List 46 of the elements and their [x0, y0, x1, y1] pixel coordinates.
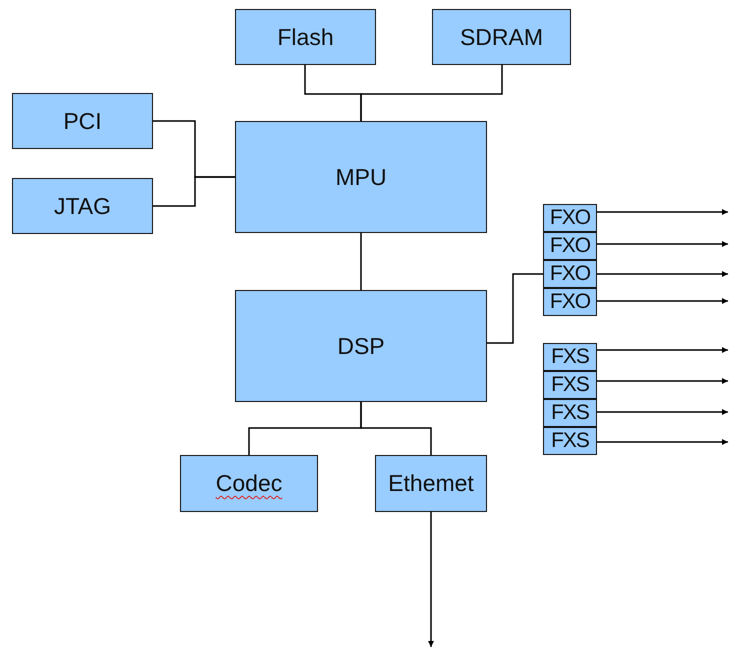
port-box	[543, 399, 597, 427]
port-box	[543, 232, 597, 260]
port-box	[543, 427, 597, 455]
arrow	[597, 241, 728, 247]
component-label: FXS	[551, 401, 589, 425]
component-label: Codec	[216, 470, 282, 497]
component-box	[375, 455, 487, 512]
port-box	[543, 371, 597, 399]
arrow	[597, 347, 728, 353]
component-box	[235, 9, 376, 65]
component-label: FXO	[550, 206, 590, 230]
arrow	[428, 512, 434, 647]
arrow	[597, 271, 728, 277]
component-box	[235, 121, 487, 233]
arrow	[597, 298, 728, 304]
arrow	[597, 378, 728, 384]
arrow	[597, 209, 728, 215]
component-box	[235, 290, 487, 402]
component-label: JTAG	[54, 192, 112, 220]
component-label: FXO	[550, 290, 590, 314]
port-box	[543, 260, 597, 288]
component-box	[12, 93, 153, 149]
component-label: Flash	[277, 24, 334, 50]
component-label: FXO	[550, 262, 590, 286]
component-label: DSP	[337, 332, 385, 360]
component-box	[432, 9, 571, 65]
connector-line	[360, 233, 362, 290]
port-box	[543, 204, 597, 232]
port-box	[543, 288, 597, 316]
component-label: PCI	[63, 108, 102, 134]
component-box	[180, 455, 318, 512]
connector-line	[360, 65, 503, 121]
component-label: MPU	[335, 164, 387, 190]
component-label: Ethemet	[388, 470, 474, 497]
component-label: SDRAM	[460, 24, 544, 50]
component-label: FXO	[550, 234, 590, 258]
component-label: FXS	[551, 429, 589, 453]
arrow	[597, 439, 728, 445]
connector-line	[153, 176, 235, 207]
component-label: FXS	[551, 345, 589, 369]
port-box	[543, 343, 597, 371]
component-label: FXS	[551, 373, 589, 397]
connector-line	[360, 402, 432, 455]
connector-line	[487, 273, 543, 344]
arrow	[597, 409, 728, 415]
component-box	[12, 178, 153, 234]
